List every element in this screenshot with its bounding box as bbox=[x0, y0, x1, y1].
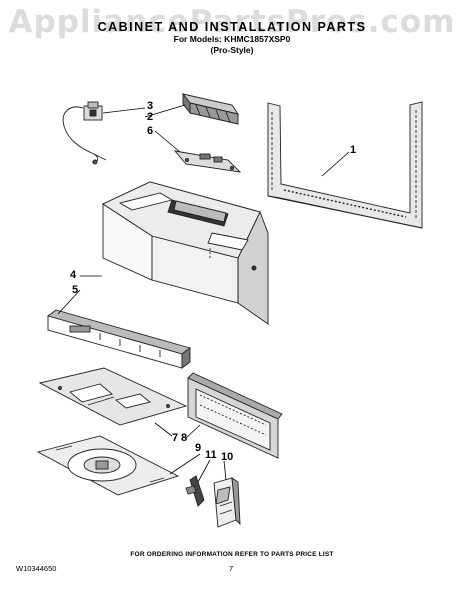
part-front-trim bbox=[47, 309, 191, 369]
style-line: (Pro-Style) bbox=[210, 45, 254, 55]
callout-1: 1 bbox=[350, 144, 357, 156]
callout-10: 10 bbox=[221, 451, 234, 463]
page-title: CABINET AND INSTALLATION PARTS bbox=[97, 20, 367, 34]
models-line: For Models: KHMC1857XSP0 bbox=[173, 34, 291, 44]
callout-11: 11 bbox=[205, 449, 217, 461]
part-side-bracket bbox=[213, 477, 241, 528]
part-wire-harness bbox=[62, 101, 107, 165]
part-small-bracket bbox=[185, 475, 205, 507]
callout-4: 4 bbox=[70, 269, 77, 281]
callout-3: 3 bbox=[147, 100, 154, 112]
callout-2: 2 bbox=[147, 111, 154, 123]
document-number: W10344650 bbox=[16, 564, 57, 573]
ordering-info: FOR ORDERING INFORMATION REFER TO PARTS … bbox=[130, 551, 334, 558]
callout-7: 7 bbox=[172, 432, 179, 444]
callout-5: 5 bbox=[72, 284, 79, 296]
callout-9: 9 bbox=[195, 442, 202, 454]
part-small-plate bbox=[173, 150, 242, 173]
part-base-turntable bbox=[36, 435, 180, 496]
callout-8: 8 bbox=[181, 432, 188, 444]
page-number: 7 bbox=[229, 564, 234, 573]
part-top-vent bbox=[181, 92, 240, 125]
part-mounting-plate bbox=[267, 101, 423, 229]
part-side-panel bbox=[187, 372, 283, 459]
callout-6: 6 bbox=[147, 125, 154, 137]
part-bottom-plate bbox=[38, 367, 188, 426]
part-cabinet bbox=[102, 181, 269, 325]
watermark: AppliancePartsPros.com bbox=[8, 4, 456, 40]
